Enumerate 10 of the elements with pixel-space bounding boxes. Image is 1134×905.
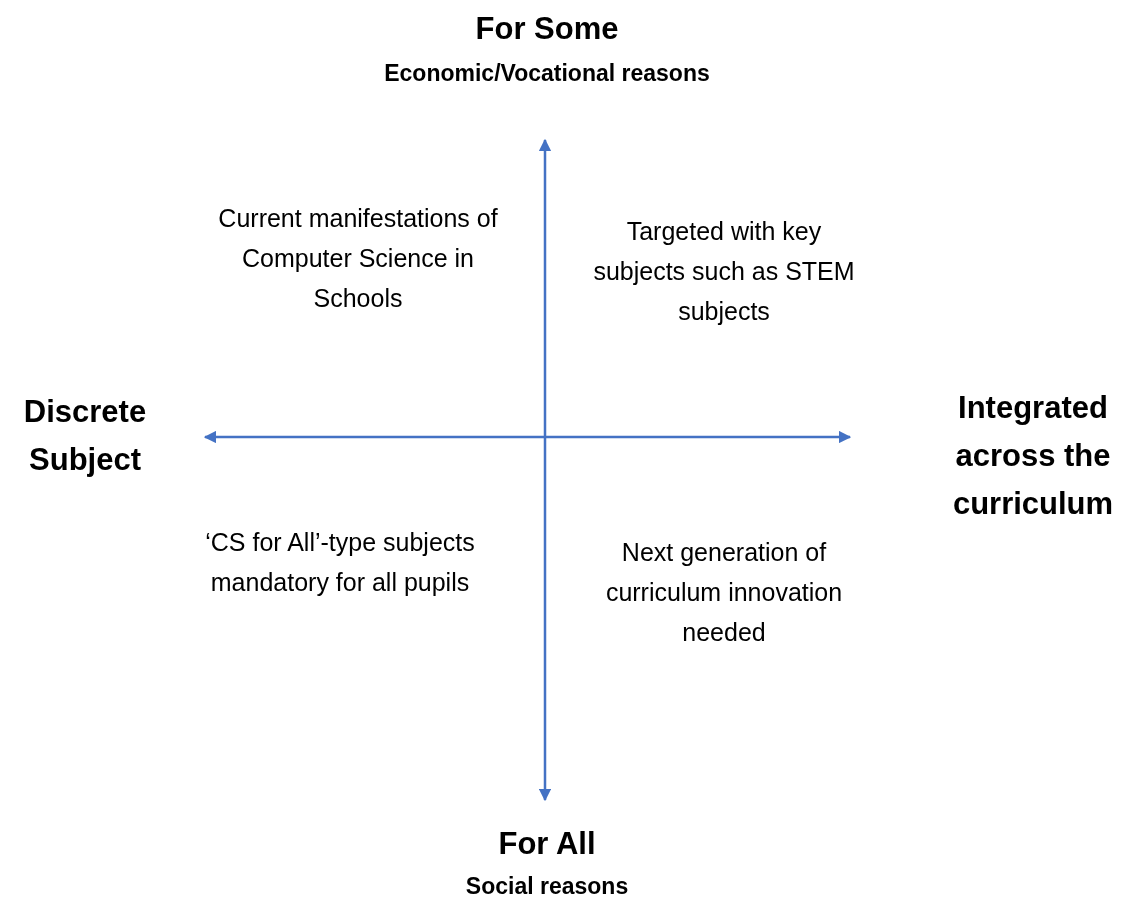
axis-label: For All <box>497 825 597 863</box>
quadrant-text: Targeted with key subjects such as STEM subjects <box>592 216 856 327</box>
quadrant-text: ‘CS for All’-type subjects mandatory for all pupils <box>204 527 476 598</box>
axis-sublabel: Social reasons <box>464 873 630 900</box>
quadrant-text: Next generation of curriculum innovation needed <box>604 537 844 648</box>
axis-label: Discrete Subject <box>22 393 148 479</box>
axis-label: Integrated across the curriculum <box>951 389 1115 523</box>
quadrant-text: Current manifestations of Computer Science in Schools <box>217 203 499 314</box>
axis-label: For Some <box>474 10 620 48</box>
axis-sublabel: Economic/Vocational reasons <box>383 60 711 87</box>
